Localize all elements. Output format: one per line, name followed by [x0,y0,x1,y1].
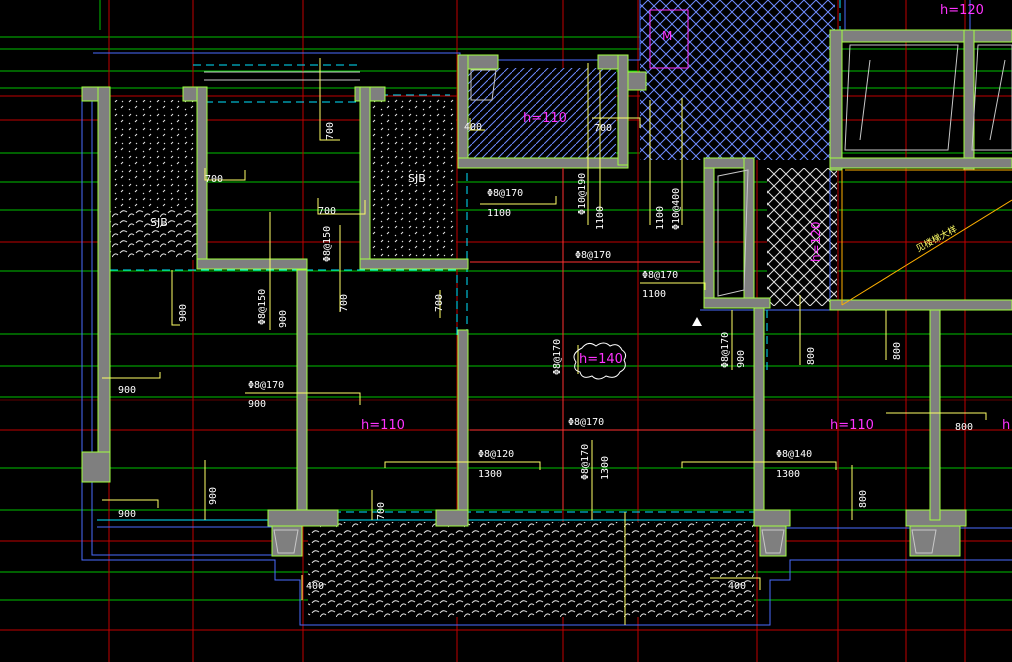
rebar-lines [102,58,987,625]
m-box [649,9,689,69]
walls [81,29,1012,557]
label-h140: h=140 [579,352,623,367]
label-h110-mid: h=110 [361,418,405,433]
rebar-r4: Φ8@150 [322,226,333,262]
dim-700g: 700 [376,502,387,520]
dim-800d: 800 [858,490,869,508]
rebar-r13: Φ8@170 [580,444,591,480]
dim-400c: 400 [728,581,746,592]
rebar-r12: Φ8@120 [478,449,514,460]
dim-900g: 900 [118,509,136,520]
rebar-r1: Φ8@170 [487,188,523,199]
label-sjb-mid: SJB [408,172,426,185]
dim-700e: 700 [339,294,350,312]
label-h110-slab: h=110 [523,111,567,126]
window-frames [204,44,1012,554]
dim-900a: 900 [178,304,189,322]
dim-900d: 900 [248,399,266,410]
revision-cloud [573,342,627,380]
dim-700f: 700 [434,294,445,312]
dim-700a: 700 [594,123,612,134]
label-h-right-edge: h [1002,418,1010,433]
rebar-r6: Φ8@170 [575,250,611,261]
stair-diagonal [841,169,1012,306]
dim-400a: 400 [464,122,482,133]
dim-900e: 900 [736,350,747,368]
rebar-r11: Φ8@170 [568,417,604,428]
label-sjb-left: SJB [150,216,168,229]
dim-800c: 800 [955,422,973,433]
rebar-r9: Φ8@170 [720,332,731,368]
dim-900c: 900 [118,385,136,396]
label-h110-right: h=110 [830,418,874,433]
label-h120-side: h=120 [809,221,823,262]
dim-900b: 900 [278,310,289,328]
dim-700d: 700 [318,206,336,217]
rebar-r10: Φ8@170 [248,380,284,391]
dim-800b: 800 [892,342,903,360]
dim-1100d: 1100 [642,289,666,300]
shaft-mid-hatch [370,98,456,262]
rebar-r7: Φ8@170 [642,270,678,281]
hatched-areas [110,0,837,617]
rebar-r8: Φ8@170 [552,339,563,375]
dim-700c: 700 [205,174,223,185]
label-m: M [662,29,672,43]
red-rebar-lines [470,168,756,510]
dim-400b: 400 [306,581,324,592]
dim-1100a: 1100 [487,208,511,219]
north-marker-icon [692,317,702,326]
dim-700b: 700 [325,122,336,140]
dim-900f: 900 [208,487,219,505]
rebar-r3: Φ10@400 [671,188,682,230]
dim-800a: 800 [806,347,817,365]
label-h120-top: h=120 [940,3,984,18]
rebar-r14: Φ8@140 [776,449,812,460]
dim-1300a: 1300 [478,469,502,480]
top-right-cross-hatch [640,0,835,160]
dim-1300c: 1300 [776,469,800,480]
label-stair-note: 见楼梯大样 [914,223,959,255]
dim-1300b: 1300 [600,456,611,480]
rebar-r2: Φ10@190 [577,173,588,215]
shaft-left-lower [110,208,198,260]
dim-1100c: 1100 [655,206,666,230]
stair-diamond-hatch [767,168,837,306]
top-corridor-hatch [468,68,616,158]
dim-1100b: 1100 [595,206,606,230]
rebar-r5: Φ8@150 [257,289,268,325]
balcony-hatch [308,522,754,617]
